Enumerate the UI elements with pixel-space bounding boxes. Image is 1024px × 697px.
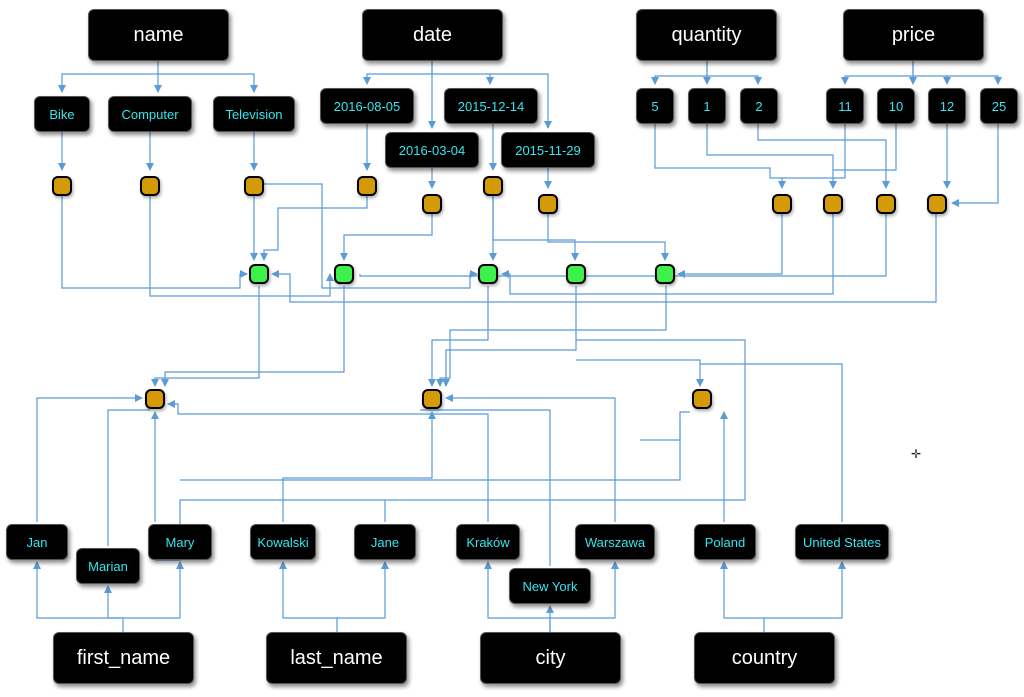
- value-node-date-2015-12-14[interactable]: [483, 176, 503, 196]
- value-poland[interactable]: Poland: [694, 524, 756, 560]
- value-television[interactable]: Television: [213, 96, 295, 132]
- column-quantity[interactable]: quantity: [636, 9, 777, 61]
- value-jan[interactable]: Jan: [6, 524, 68, 560]
- value-node-computer[interactable]: [140, 176, 160, 196]
- value-krakow[interactable]: Kraków: [456, 524, 520, 560]
- value-date-2015-11-29[interactable]: 2015-11-29: [501, 132, 595, 168]
- value-node-date-2015-11-29[interactable]: [538, 194, 558, 214]
- value-price-10[interactable]: 10: [877, 88, 915, 124]
- column-date[interactable]: date: [362, 9, 503, 61]
- column-first-name[interactable]: first_name: [53, 632, 194, 684]
- value-price-12[interactable]: 12: [928, 88, 966, 124]
- crosshair-cursor-icon: ✛: [911, 447, 922, 461]
- value-marian[interactable]: Marian: [76, 548, 140, 584]
- value-price-25[interactable]: 25: [980, 88, 1018, 124]
- record-node-5[interactable]: [655, 264, 675, 284]
- value-node-television[interactable]: [244, 176, 264, 196]
- value-mary[interactable]: Mary: [148, 524, 212, 560]
- value-date-2015-12-14[interactable]: 2015-12-14: [444, 88, 538, 124]
- record-node-2[interactable]: [334, 264, 354, 284]
- value-quantity-5[interactable]: 5: [636, 88, 674, 124]
- value-united-states[interactable]: United States: [795, 524, 889, 560]
- value-date-2016-03-04[interactable]: 2016-03-04: [385, 132, 479, 168]
- value-jane[interactable]: Jane: [354, 524, 416, 560]
- person-node-2[interactable]: [422, 389, 442, 409]
- value-warszawa[interactable]: Warszawa: [575, 524, 655, 560]
- value-price-11[interactable]: 11: [826, 88, 864, 124]
- record-node-4[interactable]: [566, 264, 586, 284]
- value-node-date-2016-08-05[interactable]: [357, 176, 377, 196]
- value-node-price-a[interactable]: [876, 194, 896, 214]
- value-node-quantity-a[interactable]: [772, 194, 792, 214]
- record-node-3[interactable]: [478, 264, 498, 284]
- value-kowalski[interactable]: Kowalski: [250, 524, 316, 560]
- person-node-3[interactable]: [692, 389, 712, 409]
- column-last-name[interactable]: last_name: [266, 632, 407, 684]
- value-quantity-2[interactable]: 2: [740, 88, 778, 124]
- value-node-bike[interactable]: [52, 176, 72, 196]
- value-node-price-b[interactable]: [927, 194, 947, 214]
- column-price[interactable]: price: [843, 9, 984, 61]
- value-node-quantity-b[interactable]: [823, 194, 843, 214]
- record-node-1[interactable]: [249, 264, 269, 284]
- value-computer[interactable]: Computer: [108, 96, 192, 132]
- column-name[interactable]: name: [88, 9, 229, 61]
- diagram-edges: [33, 60, 1002, 632]
- value-node-date-2016-03-04[interactable]: [422, 194, 442, 214]
- column-city[interactable]: city: [480, 632, 621, 684]
- person-node-1[interactable]: [145, 389, 165, 409]
- value-date-2016-08-05[interactable]: 2016-08-05: [320, 88, 414, 124]
- value-bike[interactable]: Bike: [34, 96, 90, 132]
- value-quantity-1[interactable]: 1: [688, 88, 726, 124]
- column-country[interactable]: country: [694, 632, 835, 684]
- value-new-york[interactable]: New York: [509, 568, 591, 604]
